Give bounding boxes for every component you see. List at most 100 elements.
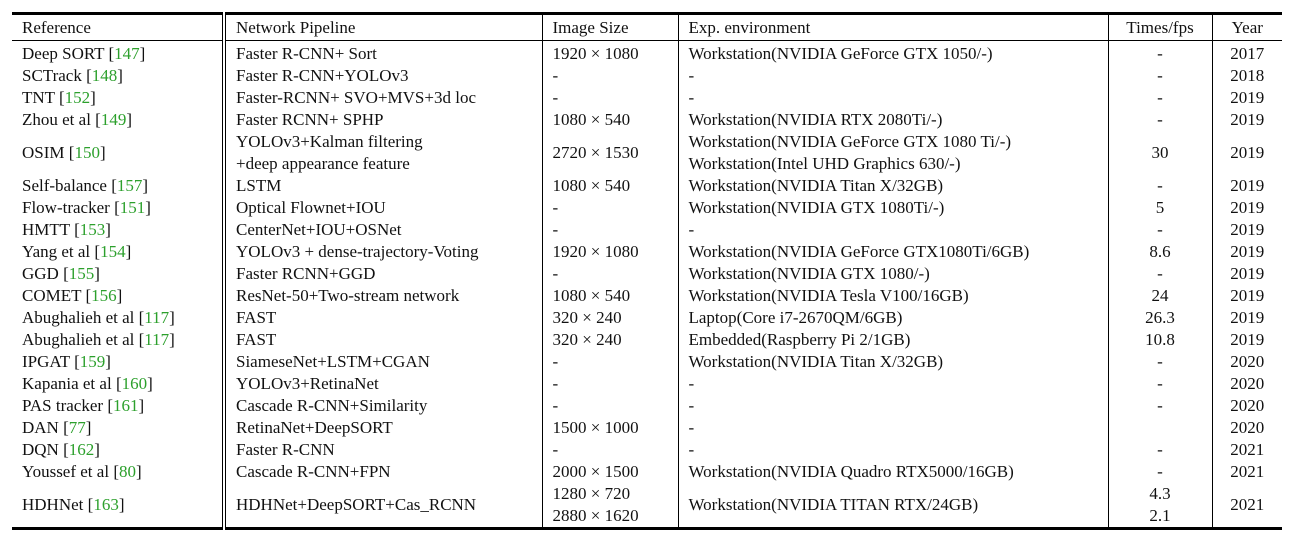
year-cell: 2019 [1212,329,1282,351]
fps-line: 5 [1155,198,1165,217]
image-size-cell: 320 × 240 [542,307,679,329]
network-pipeline-cell: Faster R-CNN+YOLOv3 [224,65,543,87]
fps-line: - [1157,264,1163,283]
fps-cell: - [1108,40,1213,65]
table-row: GGD [155]Faster RCNN+GGD-Workstation(NVI… [12,263,1282,285]
network-pipeline-cell: Faster R-CNN+ Sort [224,40,543,65]
fps-cell: 5 [1108,197,1213,219]
reference-cell: Deep SORT [147] [12,40,226,65]
fps-cell: - [1108,351,1213,373]
pipeline-line: Faster R-CNN [236,440,335,459]
reference-name: TNT [22,88,59,107]
network-pipeline-cell: Optical Flownet+IOU [224,197,543,219]
image-size-line: 2880 × 1620 [552,506,639,525]
image-size-cell: 320 × 240 [542,329,679,351]
citation-close-bracket: ] [135,462,142,481]
reference-cell: Abughalieh et al [117] [12,307,226,329]
fps-cell: - [1108,263,1213,285]
reference-cell: Zhou et al [149] [12,109,226,131]
citation-close-bracket: ] [116,286,123,305]
image-size-line: 1920 × 1080 [552,44,639,63]
year-cell: 2020 [1212,373,1282,395]
year-value: 2019 [1230,176,1265,195]
image-size-line: - [552,198,559,217]
image-size-cell: 1920 × 1080 [542,40,679,65]
image-size-line: 1080 × 540 [552,286,631,305]
reference-cell: Yang et al [154] [12,241,226,263]
table-row: DQN [162]Faster R-CNN---2021 [12,439,1282,461]
citation-number: 156 [91,286,117,305]
environment-cell: Workstation(NVIDIA RTX 2080Ti/-) [678,109,1109,131]
environment-line: Workstation(NVIDIA Tesla V100/16GB) [688,286,969,305]
network-pipeline-cell: ResNet-50+Two-stream network [224,285,543,307]
reference-name: DQN [22,440,64,459]
year-cell: 2020 [1212,395,1282,417]
fps-line: - [1157,220,1163,239]
network-pipeline-cell: CenterNet+IOU+OSNet [224,219,543,241]
year-cell: 2019 [1212,307,1282,329]
reference-cell: TNT [152] [12,87,226,109]
network-pipeline-cell: YOLOv3+Kalman filtering+deep appearance … [224,131,543,175]
citation-open-bracket: [ [138,330,145,349]
network-pipeline-cell: Faster R-CNN [224,439,543,461]
reference-name: SCTrack [22,66,87,85]
pipeline-line: Optical Flownet+IOU [236,198,386,217]
reference-cell: DAN [77] [12,417,226,439]
citation-open-bracket: [ [107,396,113,415]
table-row: OSIM [150]YOLOv3+Kalman filtering+deep a… [12,131,1282,175]
reference-name: Self-balance [22,176,112,195]
citation-number: 151 [119,198,146,217]
year-cell: 2019 [1212,109,1282,131]
fps-cell: 30 [1108,131,1213,175]
fps-cell: - [1108,175,1213,197]
fps-line: 2.1 [1149,506,1171,525]
reference-cell: SCTrack [148] [12,65,226,87]
citation-close-bracket: ] [118,495,125,514]
citation-open-bracket: [ [108,44,115,63]
year-value: 2020 [1230,374,1265,393]
citation-close-bracket: ] [138,396,145,415]
image-size-cell: - [542,219,679,241]
pipeline-line: ResNet-50+Two-stream network [236,286,460,305]
pipeline-line: Faster R-CNN+ Sort [236,44,377,63]
environment-cell: - [678,439,1109,461]
reference-name: Yang et al [22,242,95,261]
image-size-line: - [552,352,559,371]
fps-cell: 26.3 [1108,307,1213,329]
citation-open-bracket: [ [138,308,145,327]
environment-cell: Workstation(NVIDIA Titan X/32GB) [678,175,1109,197]
citation-number: 153 [79,220,106,239]
citation-close-bracket: ] [169,308,175,327]
year-value: 2019 [1230,143,1265,162]
environment-cell: Workstation(NVIDIA Titan X/32GB) [678,351,1109,373]
year-value: 2020 [1230,352,1265,371]
table-row: TNT [152]Faster-RCNN+ SVO+MVS+3d loc---2… [12,87,1282,109]
citation-number: 155 [68,264,95,283]
fps-line: - [1157,110,1163,129]
fps-cell: - [1108,219,1213,241]
image-size-cell: 1080 × 540 [542,109,679,131]
citation-number: 163 [93,495,119,514]
network-pipeline-cell: RetinaNet+DeepSORT [224,417,543,439]
reference-name: Abughalieh et al [22,330,139,349]
fps-line: - [1157,352,1163,371]
year-value: 2019 [1230,198,1265,217]
environment-line: Workstation(NVIDIA Titan X/32GB) [688,176,944,195]
year-cell: 2019 [1212,285,1282,307]
environment-line: Workstation(NVIDIA GeForce GTX1080Ti/6GB… [688,242,1030,261]
header-times-fps: Times/fps [1108,13,1213,41]
environment-line: Workstation(NVIDIA GeForce GTX 1050/-) [688,44,993,63]
environment-line: - [688,66,695,85]
environment-cell: Workstation(NVIDIA Tesla V100/16GB) [678,285,1109,307]
citation-close-bracket: ] [94,440,100,459]
network-pipeline-cell: Faster-RCNN+ SVO+MVS+3d loc [224,87,543,109]
environment-line: Workstation(Intel UHD Graphics 630/-) [688,154,961,173]
reference-cell: DQN [162] [12,439,226,461]
network-pipeline-cell: FAST [224,307,543,329]
citation-close-bracket: ] [145,198,151,217]
reference-cell: IPGAT [159] [12,351,226,373]
